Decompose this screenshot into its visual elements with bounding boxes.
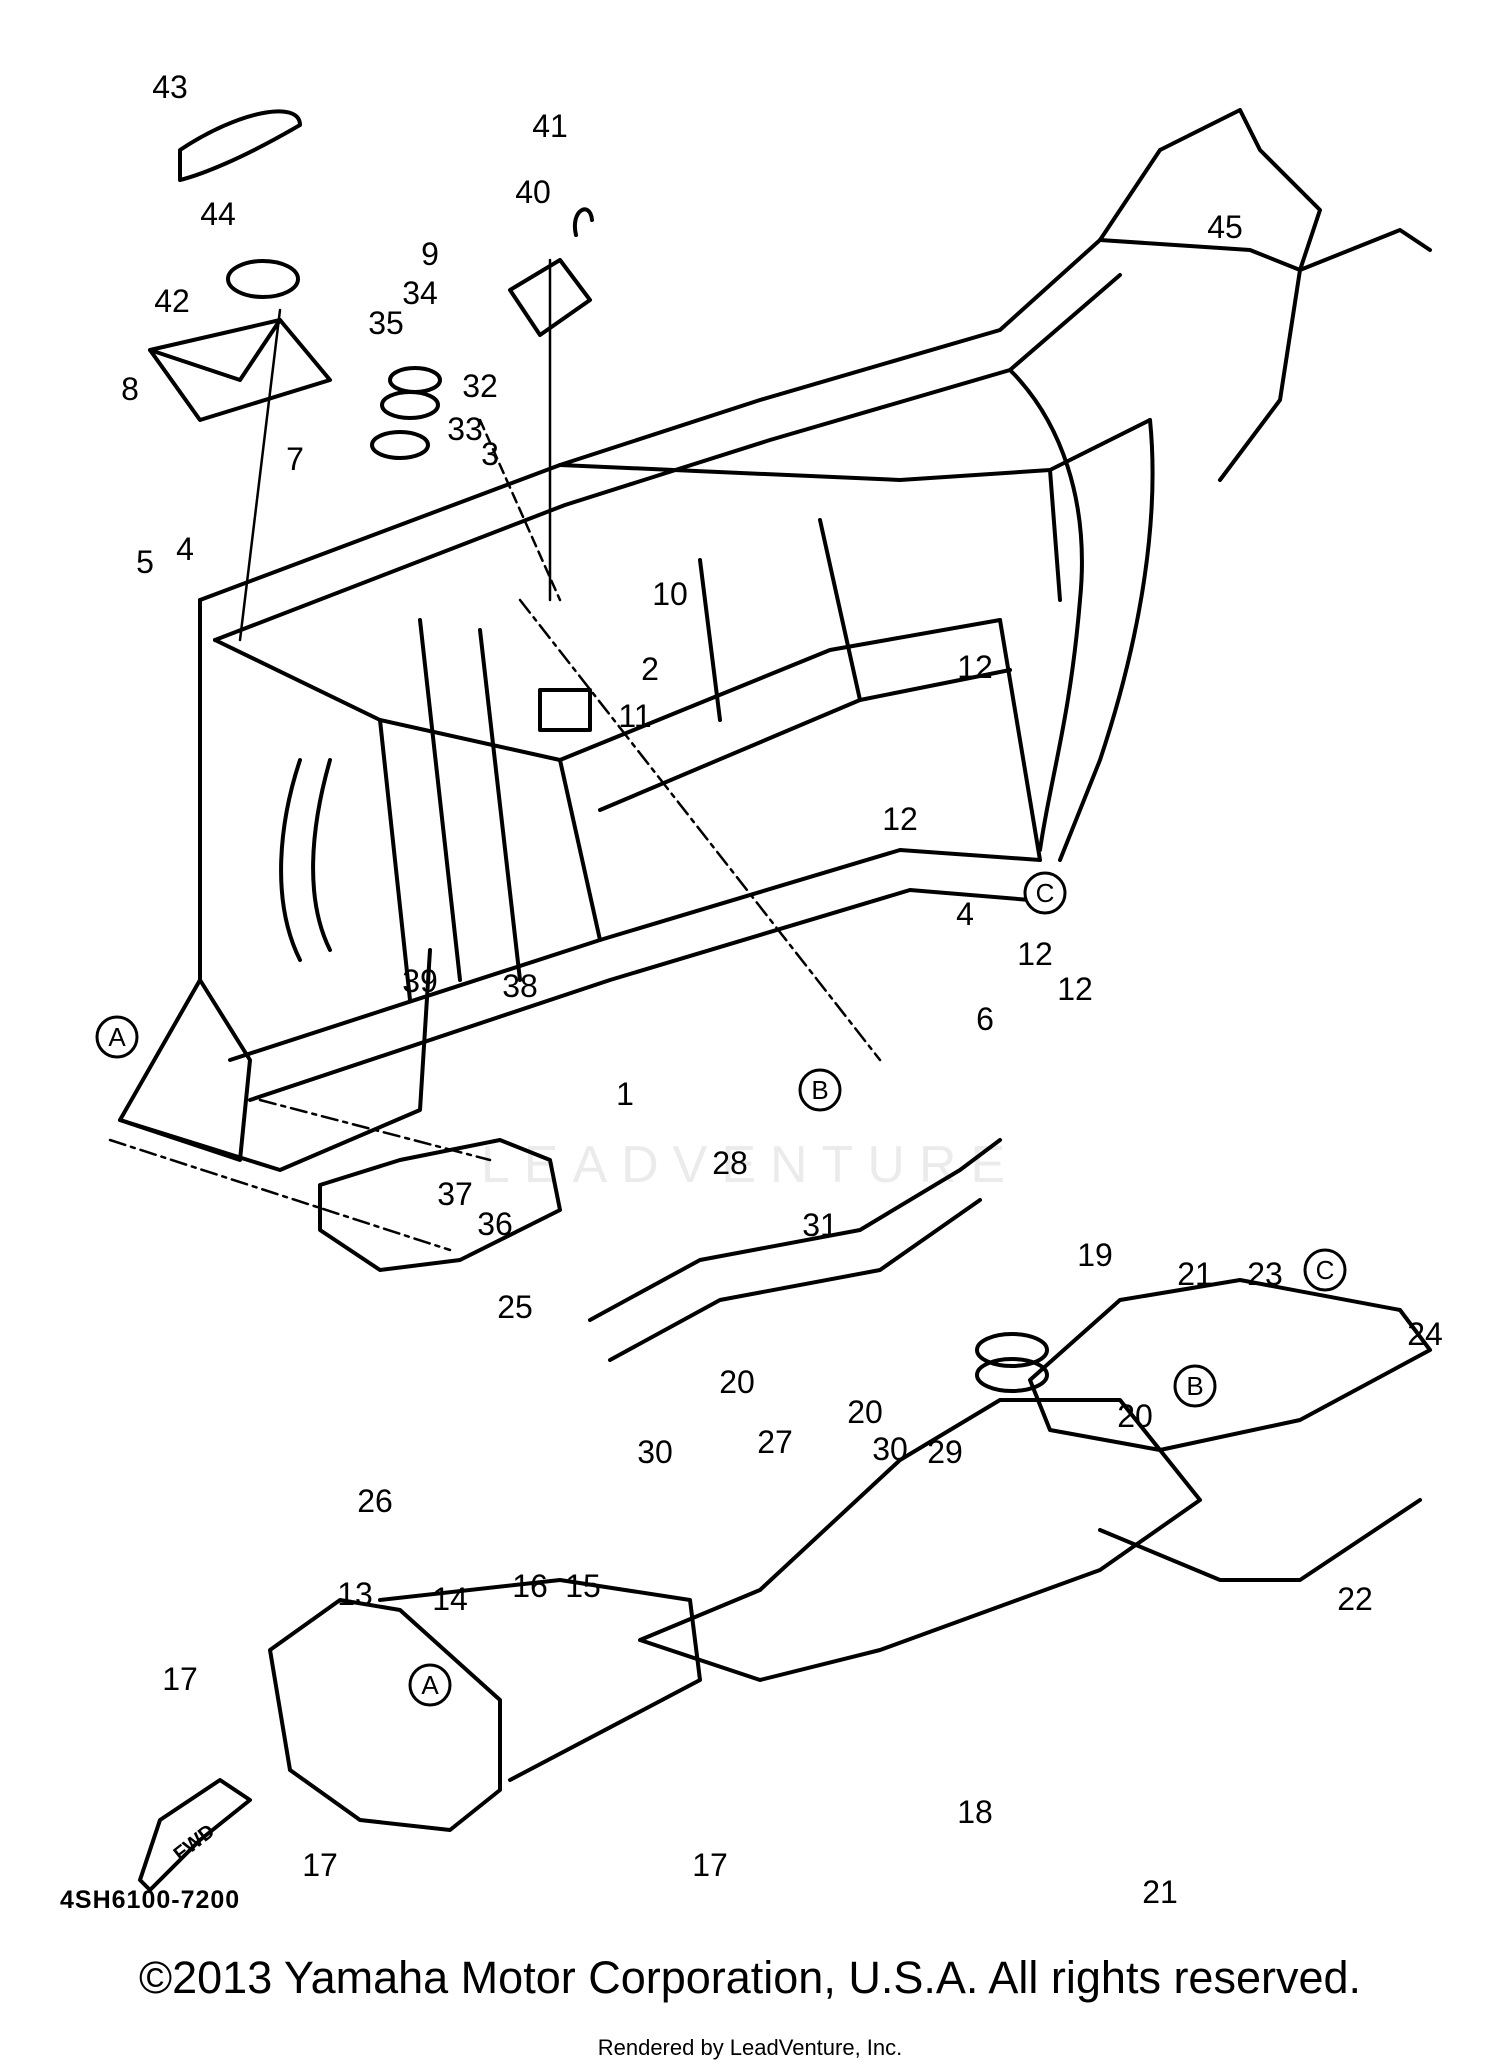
reference-markers: A A B B C C: [95, 871, 1347, 1707]
fwd-arrow-label: FWD: [170, 1820, 219, 1865]
part-callout: 35: [368, 305, 404, 341]
part-callout: 31: [802, 1207, 838, 1243]
part-callout: 14: [432, 1581, 468, 1617]
part-callout: 30: [872, 1431, 908, 1467]
part-callout: 25: [497, 1289, 533, 1325]
part-callout: 11: [618, 698, 651, 734]
reference-marker-circle: [1303, 1248, 1347, 1292]
part-callout: 34: [402, 275, 438, 311]
reference-marker-circle: [798, 1068, 842, 1112]
part-callout: 28: [712, 1145, 748, 1181]
part-callout: 17: [692, 1847, 728, 1883]
part-callout: 39: [402, 963, 438, 999]
part-callout: 37: [437, 1176, 473, 1212]
part-callout: 2: [641, 651, 659, 687]
part-callout: 16: [512, 1568, 548, 1604]
part-callout: 20: [1117, 1398, 1153, 1434]
part-callout: 45: [1207, 209, 1243, 245]
part-callout: 30: [637, 1434, 673, 1470]
frame-line-art: [108, 108, 1432, 1892]
part-callout: 3: [481, 436, 499, 472]
part-callout: 20: [719, 1364, 755, 1400]
part-callout: 5: [136, 544, 154, 580]
copyright-notice: ©2013 Yamaha Motor Corporation, U.S.A. A…: [138, 1952, 1362, 2003]
reference-marker-label: B: [1186, 1371, 1203, 1401]
reference-marker-circle: [1173, 1364, 1217, 1408]
part-callout: 41: [532, 108, 568, 144]
watermark: LEADVENTURE: [480, 1136, 1020, 1194]
part-callout: 8: [121, 371, 139, 407]
part-callout: 13: [337, 1576, 373, 1612]
reference-marker-label: B: [811, 1075, 828, 1105]
part-callout: 15: [565, 1568, 601, 1604]
part-callout: 22: [1337, 1581, 1373, 1617]
part-callout: 6: [976, 1001, 994, 1037]
drawing-code: 4SH6100-7200: [60, 1886, 240, 1914]
reference-marker-circle: [1023, 871, 1067, 915]
part-callout: 21: [1142, 1874, 1178, 1910]
part-callout: 7: [286, 441, 304, 477]
part-callout: 40: [515, 174, 551, 210]
part-callout: 32: [462, 368, 498, 404]
reference-marker-circle: [95, 1015, 139, 1059]
part-callout: 26: [357, 1483, 393, 1519]
part-callout: 10: [652, 576, 688, 612]
part-callout: 1: [616, 1076, 634, 1112]
part-callout: 4: [176, 531, 194, 567]
part-callout: 4: [956, 896, 974, 932]
part-callout: 18: [957, 1794, 993, 1830]
part-callout: 36: [477, 1206, 513, 1242]
part-callout: 12: [957, 649, 993, 685]
part-callout: 42: [154, 283, 190, 319]
reference-marker-label: C: [1316, 1255, 1335, 1285]
part-callout: 17: [162, 1661, 198, 1697]
part-callout: 43: [152, 69, 188, 105]
part-callout: 20: [847, 1394, 883, 1430]
part-callout: 24: [1407, 1316, 1443, 1352]
part-callout: 27: [757, 1424, 793, 1460]
part-callout: 12: [1017, 936, 1053, 972]
part-callout: 38: [502, 968, 538, 1004]
part-callout: 44: [200, 196, 236, 232]
part-callout: 9: [421, 236, 439, 272]
reference-marker-label: C: [1036, 878, 1055, 908]
part-callout: 21: [1177, 1256, 1213, 1292]
part-callout: 12: [882, 801, 918, 837]
part-callout: 12: [1057, 971, 1093, 1007]
part-callout: 19: [1077, 1237, 1113, 1273]
reference-marker-circle: [408, 1663, 452, 1707]
rendered-by-notice: Rendered by LeadVenture, Inc.: [597, 2035, 903, 2060]
part-callout: 23: [1247, 1256, 1283, 1292]
part-callout: 17: [302, 1847, 338, 1883]
reference-marker-label: A: [108, 1022, 126, 1052]
part-callout: 29: [927, 1434, 963, 1470]
part-callout: 33: [447, 411, 483, 447]
reference-marker-label: A: [421, 1670, 439, 1700]
